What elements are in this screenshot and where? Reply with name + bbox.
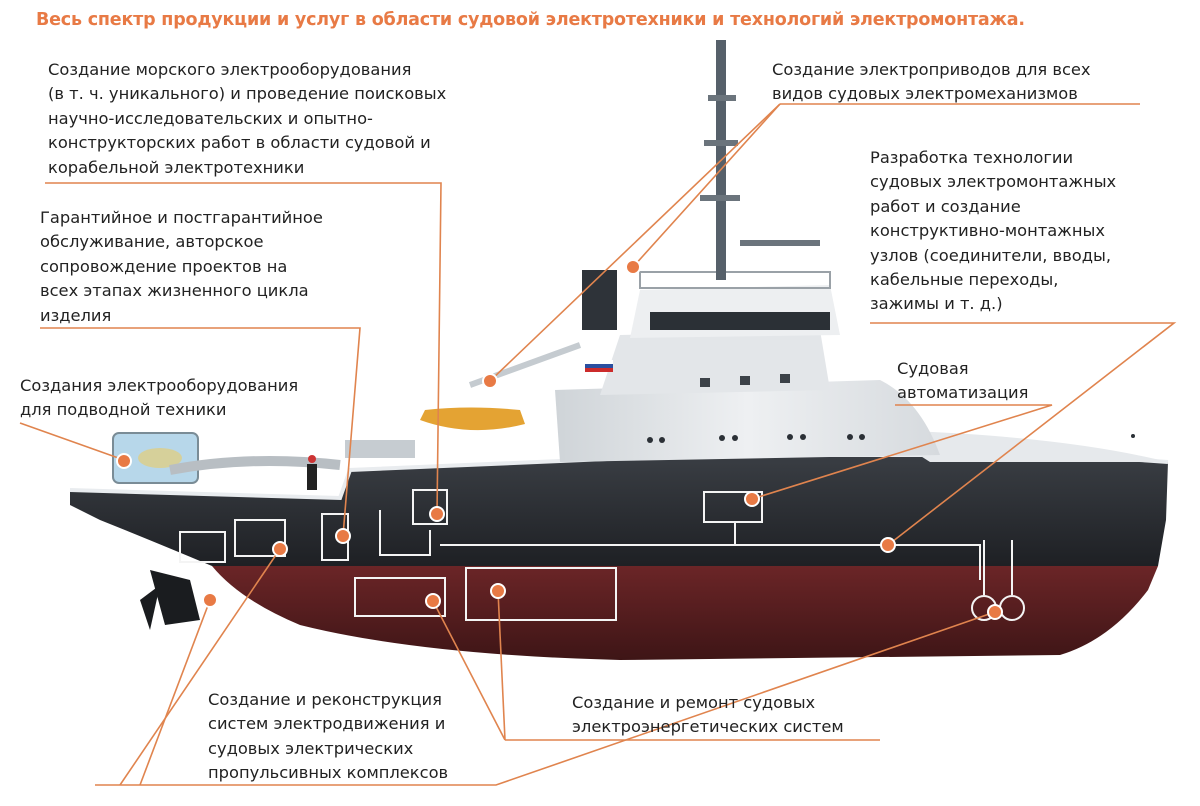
callout-line: (в т. ч. уникального) и проведение поиск…	[48, 84, 447, 104]
dot-power-generator	[490, 583, 506, 599]
leader-power-2	[432, 600, 506, 741]
dot-automation	[744, 491, 760, 507]
callout-line: пропульсивных комплексов	[208, 763, 449, 783]
dot-mounting	[880, 537, 896, 553]
leader-drives-2	[632, 103, 781, 268]
callout-underwater: Создания электрооборудования для подводн…	[20, 374, 298, 423]
bridge-windows	[650, 312, 830, 330]
callout-line: Создание морского электрооборудования	[48, 60, 412, 79]
callout-line: Судовая	[897, 359, 969, 378]
leader-service	[40, 327, 361, 537]
callout-line: судовых электромонтажных	[870, 172, 1117, 192]
callout-line: Создания электрооборудования	[20, 376, 299, 395]
leader-propulsion-1	[95, 611, 996, 786]
callout-line: Гарантийное и постгарантийное	[40, 208, 323, 227]
leader-power-3	[497, 590, 506, 741]
callout-research: Создание морского электрооборудования (в…	[48, 58, 446, 180]
leader-underwater	[19, 422, 125, 461]
dot-research	[429, 506, 445, 522]
lifeboat	[420, 407, 525, 431]
leader-automation	[751, 404, 1053, 500]
callout-line: для подводной техники	[20, 400, 227, 420]
callout-line: зажимы и т. д.)	[870, 294, 1003, 314]
callout-line: обслуживание, авторское	[40, 232, 264, 252]
superstructure-middle	[600, 330, 830, 395]
callout-propulsion: Создание и реконструкция систем электрод…	[208, 688, 448, 786]
callout-line: научно-исследовательских и опытно-	[48, 108, 373, 128]
callout-line: изделия	[40, 305, 112, 325]
propeller	[140, 570, 200, 630]
dot-drives-mast	[625, 259, 641, 275]
callout-line: видов судовых электромеханизмов	[772, 84, 1078, 104]
callout-line: Создание электроприводов для всех	[772, 60, 1091, 79]
bridge	[630, 285, 840, 338]
callout-mounting: Разработка технологии судовых электромон…	[870, 146, 1116, 317]
callout-line: сопровождение проектов на	[40, 256, 288, 276]
dot-propulsion-engine	[272, 541, 288, 557]
callout-line: работ и создание	[870, 196, 1021, 216]
callout-line: систем электродвижения и	[208, 714, 446, 734]
callout-line: автоматизация	[897, 383, 1029, 403]
leader-lines	[19, 103, 1177, 786]
portholes	[647, 434, 1135, 443]
dot-drives-crane	[482, 373, 498, 389]
callout-drives: Создание электроприводов для всех видов …	[772, 58, 1091, 107]
callout-line: конструктивно-монтажных	[870, 221, 1105, 241]
page-title: Весь спектр продукции и услуг в области …	[36, 10, 1025, 30]
callout-line: Создание и ремонт судовых	[572, 693, 816, 712]
leader-research	[45, 182, 442, 515]
callout-line: кабельные переходы,	[870, 270, 1059, 290]
callout-line: корабельной электротехники	[48, 157, 305, 177]
callout-power: Создание и ремонт судовых электроэнергет…	[572, 691, 844, 740]
callout-line: узлов (соединители, вводы,	[870, 245, 1112, 265]
callout-line: Разработка технологии	[870, 148, 1074, 167]
leader-propulsion-3	[139, 599, 211, 786]
marker-dots	[116, 259, 1003, 620]
forecastle	[880, 430, 1168, 462]
dot-service	[335, 528, 351, 544]
leader-drives-3	[489, 103, 781, 382]
hull-lower	[212, 566, 1158, 660]
callout-line: Создание и реконструкция	[208, 690, 442, 709]
dot-underwater	[116, 453, 132, 469]
dot-propulsion-prop	[202, 592, 218, 608]
dot-power-switchboard	[425, 593, 441, 609]
callout-line: судовых электрических	[208, 738, 414, 758]
callout-automation: Судовая автоматизация	[897, 357, 1028, 406]
dot-propulsion-rudder	[987, 604, 1003, 620]
leader-mounting	[870, 322, 1177, 546]
callout-line: электроэнергетических систем	[572, 717, 844, 737]
equipment-outlines	[179, 489, 1025, 621]
callout-service: Гарантийное и постгарантийное обслуживан…	[40, 206, 323, 328]
callout-line: конструкторских работ в области судовой …	[48, 133, 431, 153]
callout-line: всех этапах жизненного цикла	[40, 281, 309, 301]
leader-propulsion-2	[119, 548, 281, 786]
